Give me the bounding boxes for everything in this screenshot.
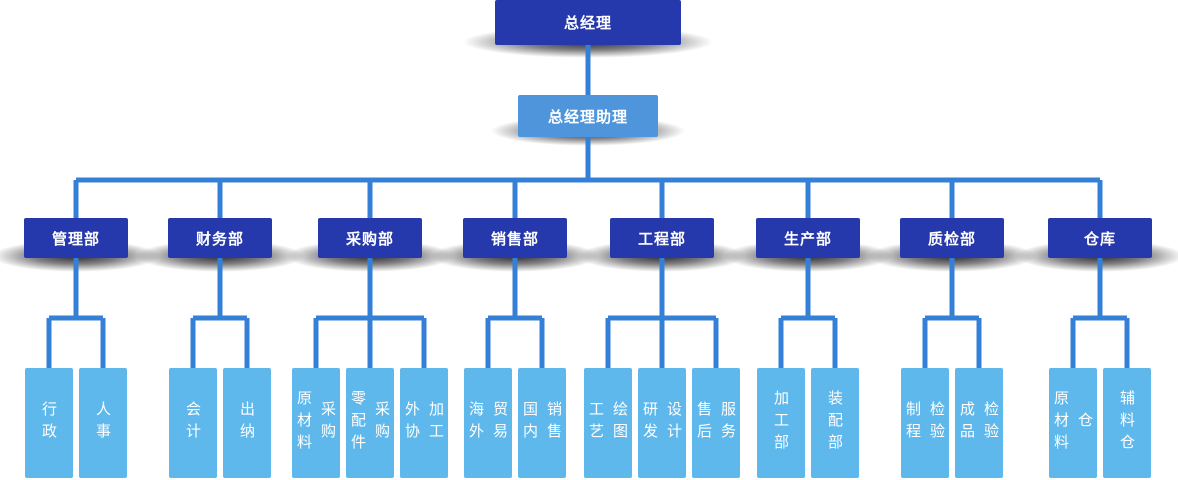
node-warehouse: 仓库 <box>1048 218 1152 258</box>
node-label: 销售部 <box>490 229 539 248</box>
node-label: 海外 贸易 <box>467 401 509 445</box>
node-label: 辅料仓 <box>1118 390 1136 456</box>
node-label: 工程部 <box>637 229 686 248</box>
node-label: 研发 设计 <box>641 401 683 445</box>
node-raw-material-purchasing: 原材料 采购 <box>292 368 340 478</box>
node-label: 采购部 <box>345 229 394 248</box>
node-label: 出纳 <box>238 401 256 445</box>
node-overseas-trade: 海外 贸易 <box>464 368 512 478</box>
node-label: 售后 服务 <box>695 401 737 445</box>
node-outsourced-processing: 外协 加工 <box>400 368 448 478</box>
node-cashier: 出纳 <box>223 368 271 478</box>
connector-department-children <box>46 256 1130 371</box>
node-gm-assistant: 总经理助理 <box>518 95 658 137</box>
node-purchasing-dept: 采购部 <box>318 218 422 258</box>
node-label: 加工部 <box>772 390 790 456</box>
node-label: 装配部 <box>826 390 844 456</box>
node-after-sales-service: 售后 服务 <box>692 368 740 478</box>
node-accounting: 会计 <box>169 368 217 478</box>
node-label: 行政 <box>40 401 58 445</box>
node-finished-goods-inspection: 成品 检验 <box>955 368 1003 478</box>
node-label: 生产部 <box>783 229 832 248</box>
node-production-dept: 生产部 <box>756 218 860 258</box>
node-process-drawing: 工艺 绘图 <box>584 368 632 478</box>
node-hr: 人事 <box>79 368 127 478</box>
connector-top-levels <box>73 45 1103 221</box>
node-label: 原材料 仓 <box>1052 390 1094 456</box>
node-label: 管理部 <box>51 229 100 248</box>
node-label: 仓库 <box>1083 229 1116 248</box>
node-label: 人事 <box>94 401 112 445</box>
node-processing-dept: 加工部 <box>757 368 805 478</box>
node-raw-material-warehouse: 原材料 仓 <box>1049 368 1097 478</box>
node-label: 制程 检验 <box>904 401 946 445</box>
node-label: 成品 检验 <box>958 401 1000 445</box>
node-label: 财务部 <box>195 229 244 248</box>
node-label: 国内 销售 <box>521 401 563 445</box>
node-administration: 行政 <box>25 368 73 478</box>
node-label: 零配件 采购 <box>349 390 391 456</box>
node-sales-dept: 销售部 <box>463 218 567 258</box>
node-label: 总经理 <box>563 14 612 32</box>
node-parts-purchasing: 零配件 采购 <box>346 368 394 478</box>
node-label: 外协 加工 <box>403 401 445 445</box>
node-quality-dept: 质检部 <box>900 218 1004 258</box>
node-domestic-sales: 国内 销售 <box>518 368 566 478</box>
node-label: 工艺 绘图 <box>587 401 629 445</box>
node-rnd-design: 研发 设计 <box>638 368 686 478</box>
node-process-inspection: 制程 检验 <box>901 368 949 478</box>
node-finance-dept: 财务部 <box>168 218 272 258</box>
node-label: 总经理助理 <box>547 107 628 126</box>
node-label: 会计 <box>184 401 202 445</box>
node-auxiliary-material-warehouse: 辅料仓 <box>1103 368 1151 478</box>
node-general-manager: 总经理 <box>495 0 681 45</box>
node-label: 原材料 采购 <box>295 390 337 456</box>
node-assembly-dept: 装配部 <box>811 368 859 478</box>
node-management-dept: 管理部 <box>24 218 128 258</box>
node-engineering-dept: 工程部 <box>610 218 714 258</box>
node-label: 质检部 <box>927 229 976 248</box>
